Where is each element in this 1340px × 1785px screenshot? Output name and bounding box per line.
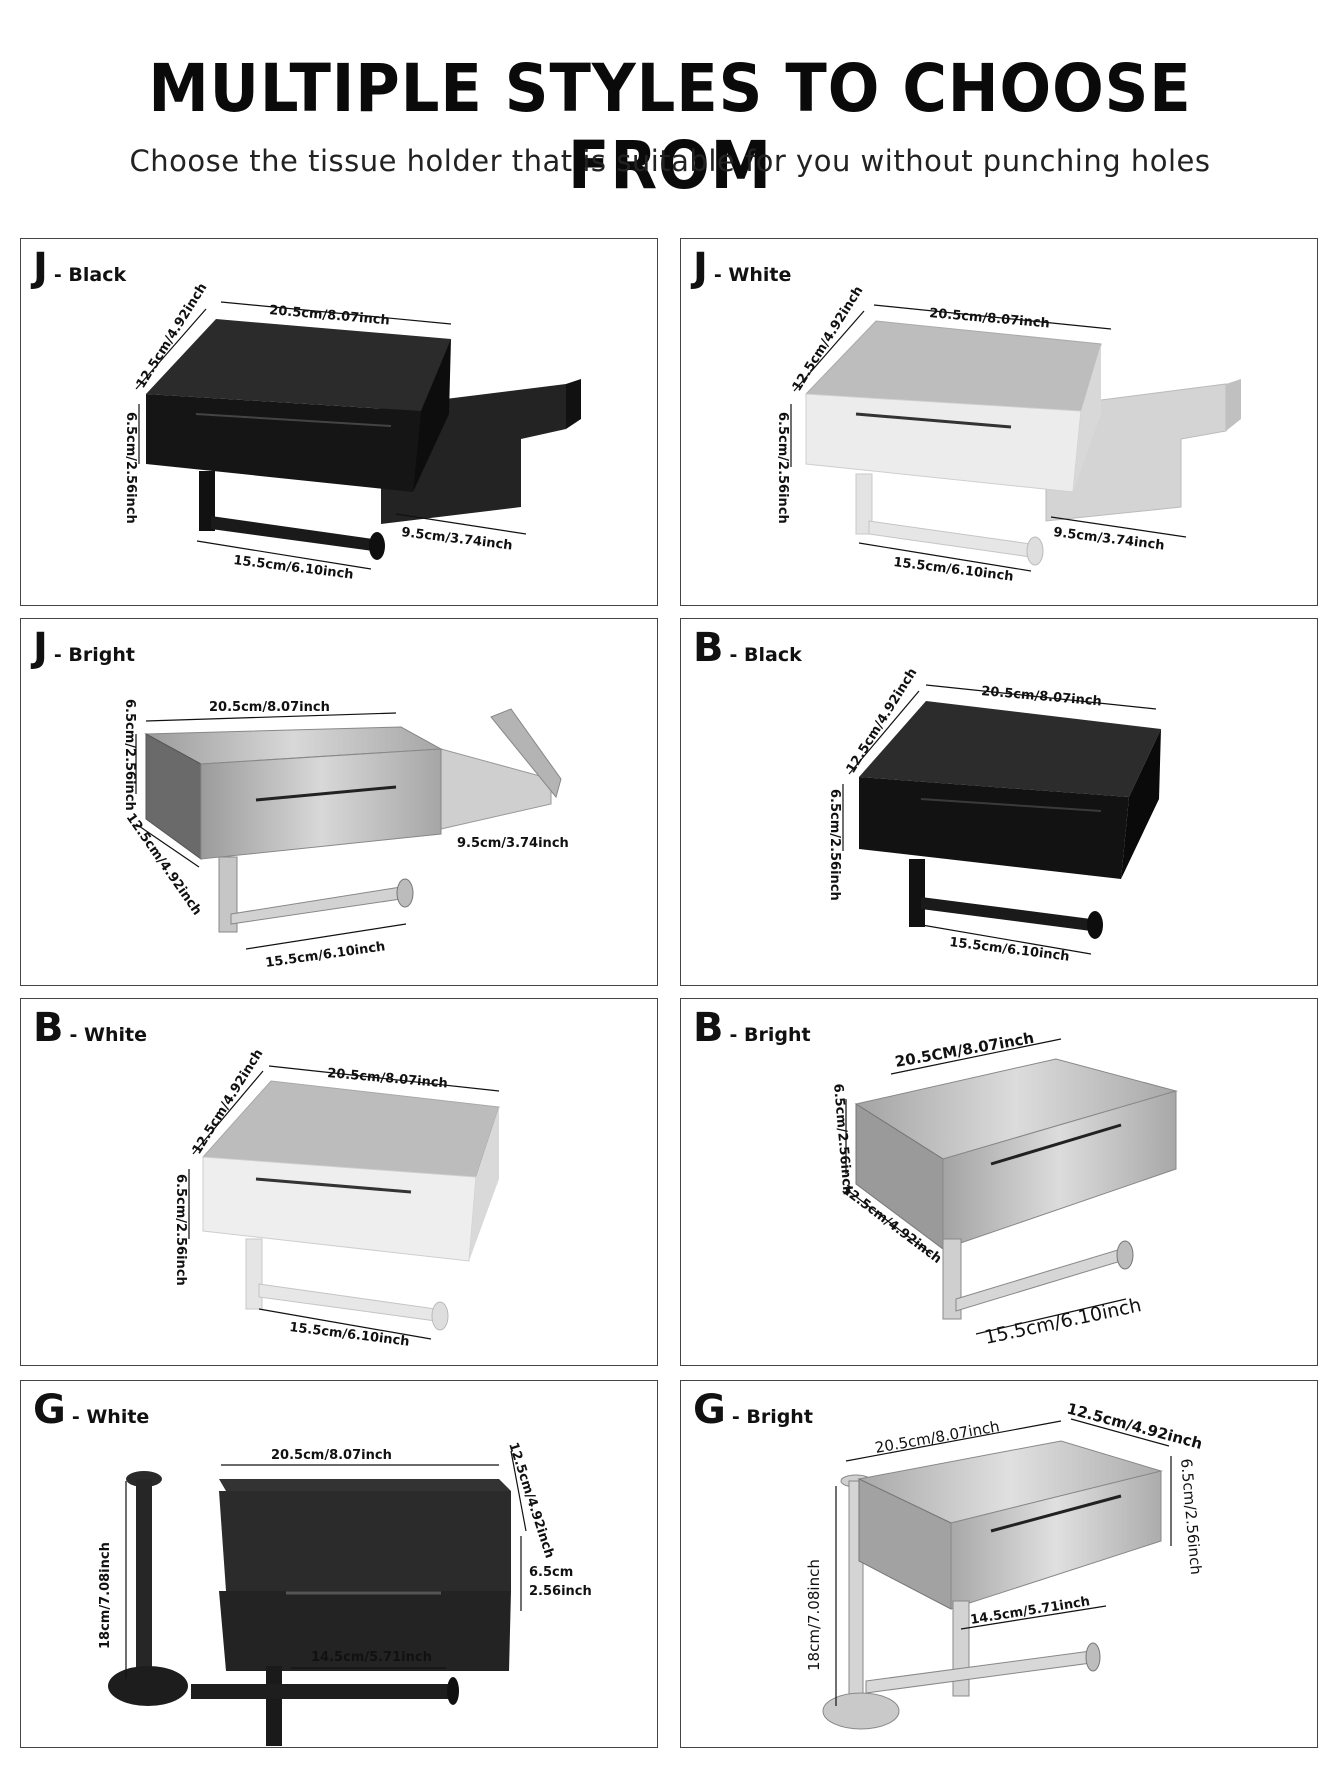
product-illustration: 20.5CM/8.07inch 6.5cm/2.56inch 12.5cm/4.…	[830, 1029, 1178, 1349]
dim-height: 6.5cm/2.56inch	[1177, 1458, 1205, 1576]
dim-depth: 12.5cm/4.92inch	[505, 1441, 557, 1561]
box-front	[950, 1470, 1162, 1610]
toilet-roll-rod	[230, 886, 402, 925]
style-letter: J	[33, 245, 48, 291]
product-illustration: 20.5cm/8.07inch 12.5cm/4.92inch 6.5cm/2.…	[123, 281, 581, 583]
stand-arm	[909, 859, 925, 927]
dim-height: 6.5cm/2.56inch	[827, 789, 842, 901]
stand-pole	[136, 1479, 152, 1679]
page-title: MULTIPLE STYLES TO CHOOSE FROM	[148, 50, 1192, 204]
toilet-roll-rod	[865, 1650, 1092, 1694]
dim-width: 20.5cm/8.07inch	[269, 303, 391, 328]
style-letter: G	[33, 1387, 66, 1433]
dim-height: 6.5cm/2.56inch	[122, 699, 137, 811]
style-letter: B	[693, 625, 724, 671]
style-variant: - Bright	[731, 1406, 813, 1428]
dim-depth: 12.5cm/4.92inch	[1065, 1399, 1204, 1452]
dim-width: 20.5cm/8.07inch	[209, 700, 330, 715]
style-variant: - White	[69, 1024, 147, 1046]
toilet-roll-rod	[258, 1283, 437, 1322]
style-letter: J	[33, 625, 48, 671]
dim-stand: 18cm/7.08inch	[98, 1542, 113, 1649]
dim-width: 20.5cm/8.07inch	[874, 1417, 1001, 1457]
dim-height-cm: 6.5cm	[529, 1565, 573, 1580]
box-front	[146, 394, 421, 492]
panel-b-bright: B - Bright 20.5CM/8.07inch 6.5cm/2.56inc…	[680, 998, 1318, 1366]
stand-arm	[218, 856, 238, 933]
style-variant: - Bright	[53, 644, 135, 666]
style-variant: - White	[713, 264, 792, 286]
box-front	[805, 393, 1082, 493]
panel-b-white: B - White 20.5cm/8.07inch 12.5cm/4.92inc…	[20, 998, 658, 1366]
panel-j-bright: J - Bright 20.5cm/8.07inch 6.5cm/2.56inc…	[20, 618, 658, 986]
style-letter: B	[693, 1005, 724, 1051]
box-lid	[859, 701, 1161, 797]
box-front	[219, 1491, 511, 1591]
style-letter: J	[693, 245, 708, 291]
stand-arm	[245, 1238, 263, 1310]
toilet-roll-rod	[868, 520, 1032, 558]
dim-stand: 18cm/7.08inch	[805, 1559, 823, 1671]
style-variant: - Bright	[729, 1024, 811, 1046]
product-illustration: 20.5cm/8.07inch 12.5cm/4.92inch 6.5cm 2.…	[98, 1441, 592, 1746]
dim-height: 6.5cm/2.56inch	[123, 412, 138, 524]
dim-width: 20.5cm/8.07inch	[981, 684, 1103, 709]
style-variant: - Black	[53, 264, 127, 286]
box-lid	[146, 319, 451, 411]
stand-arm	[266, 1666, 282, 1746]
panel-g-white: G - White 20.5cm/8.07inch 12.5cm/4.92inc…	[20, 1380, 658, 1748]
dim-rod: 15.5cm/6.10inch	[893, 555, 1015, 585]
dim-rod: 15.5cm/6.10inch	[264, 939, 386, 971]
product-illustration: 20.5cm/8.07inch 6.5cm/2.56inch 12.5cm/4.…	[122, 699, 569, 971]
box-front	[942, 1090, 1177, 1250]
style-variant: - Black	[729, 644, 802, 666]
product-illustration: 20.5cm/8.07inch 12.5cm/4.92inch 6.5cm/2.…	[775, 284, 1241, 585]
dim-width: 20.5cm/8.07inch	[271, 1448, 392, 1463]
toilet-roll-rod	[211, 516, 373, 551]
stand-base	[822, 1692, 900, 1730]
product-illustration: 20.5cm/8.07inch 12.5cm/4.92inch 6.5cm/2.…	[827, 666, 1161, 965]
dim-height: 6.5cm/2.56inch	[775, 412, 790, 524]
toilet-roll-rod	[921, 897, 1091, 931]
dim-shelf: 9.5cm/3.74inch	[457, 836, 569, 851]
dim-rod: 14.5cm/5.71inch	[969, 1594, 1091, 1628]
product-illustration: 20.5cm/8.07inch 12.5cm/4.92inch 6.5cm/2.…	[805, 1399, 1205, 1730]
dim-height-in: 2.56inch	[529, 1584, 592, 1599]
dim-rod: 14.5cm/5.71inch	[311, 1650, 432, 1665]
box-lid	[219, 1479, 511, 1491]
style-variant: - White	[71, 1406, 150, 1428]
panel-g-bright: G - Bright 20.5cm/8.07inch 12.5cm/4.92in…	[680, 1380, 1318, 1748]
box-front	[200, 748, 442, 860]
dim-shelf: 9.5cm/3.74inch	[1053, 525, 1166, 554]
panel-j-black: J - Black 20.5cm/8.07inch 12.5cm/4.92inc…	[20, 238, 658, 606]
panel-j-white: J - White 20.5cm/8.07inch 12.5cm/4.92inc…	[680, 238, 1318, 606]
dim-width: 20.5CM/8.07inch	[894, 1029, 1036, 1071]
style-letter: G	[693, 1387, 726, 1433]
dim-rod: 15.5cm/6.10inch	[982, 1294, 1143, 1349]
stand-arm	[952, 1600, 970, 1697]
stand-arm	[855, 473, 873, 535]
dim-width: 20.5cm/8.07inch	[929, 306, 1051, 331]
dim-height: 6.5cm/2.56inch	[173, 1174, 188, 1286]
box-front	[859, 777, 1129, 879]
dim-height: 6.5cm/2.56inch	[830, 1083, 855, 1196]
dim-rod: 15.5cm/6.10inch	[233, 553, 355, 583]
toilet-roll-rod	[191, 1684, 451, 1699]
panel-b-black: B - Black 20.5cm/8.07inch 12.5cm/4.92inc…	[680, 618, 1318, 986]
stand-base	[108, 1666, 188, 1706]
product-illustration: 20.5cm/8.07inch 12.5cm/4.92inch 6.5cm/2.…	[173, 1047, 500, 1350]
style-letter: B	[33, 1005, 64, 1051]
toilet-roll-rod	[955, 1248, 1122, 1312]
page-subtitle: Choose the tissue holder that is suitabl…	[129, 144, 1211, 178]
dim-width: 20.5cm/8.07inch	[327, 1066, 449, 1091]
